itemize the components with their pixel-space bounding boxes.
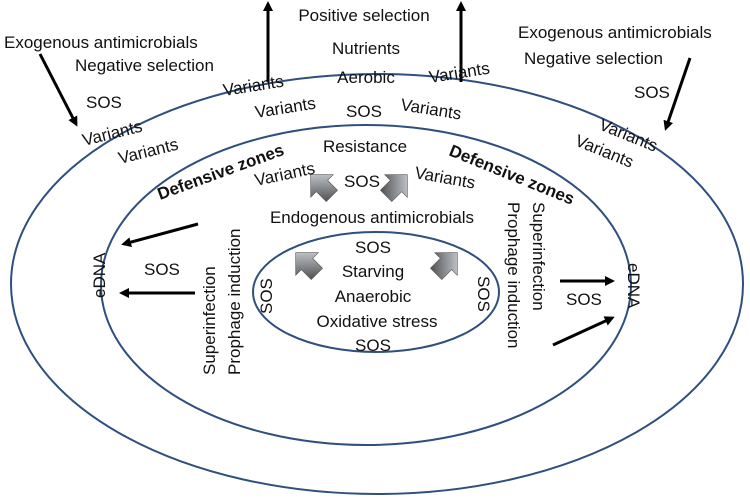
sos-right-middle: SOS xyxy=(566,290,602,309)
edna-right: eDNA xyxy=(624,263,643,309)
exogenous-antimicrobials-left: Exogenous antimicrobials xyxy=(4,33,198,52)
nutrients-label: Nutrients xyxy=(332,39,400,58)
sos-inner-bottom: SOS xyxy=(355,336,391,355)
negative-selection-left: Negative selection xyxy=(75,56,214,75)
variants-top-left-2: Variants xyxy=(254,94,317,122)
anaerobic-label: Anaerobic xyxy=(335,287,412,306)
right-diagonal-arrow xyxy=(663,57,692,131)
prophage-induction-left: Prophage induction xyxy=(225,228,244,375)
right-edna-arrow-lower xyxy=(552,316,615,347)
variants-top-right-2: Variants xyxy=(399,95,462,123)
block-arrow-lower-right xyxy=(430,252,458,280)
sos-middle-top: SOS xyxy=(344,172,380,191)
endogenous-antimicrobials-label: Endogenous antimicrobials xyxy=(270,208,474,227)
negative-selection-right: Negative selection xyxy=(524,49,663,68)
sos-top-center: SOS xyxy=(346,102,382,121)
oxidative-stress-label: Oxidative stress xyxy=(317,312,438,331)
aerobic-label: Aerobic xyxy=(337,68,395,87)
block-arrow-upper-right xyxy=(380,174,408,202)
exogenous-antimicrobials-right: Exogenous antimicrobials xyxy=(518,23,712,42)
edna-left: eDNA xyxy=(90,252,109,298)
sos-inner-top: SOS xyxy=(355,238,391,257)
resistance-label: Resistance xyxy=(323,137,407,156)
variants-middle-right: Variants xyxy=(413,163,476,192)
positive-selection-label: Positive selection xyxy=(298,6,429,25)
prophage-induction-right: Prophage induction xyxy=(504,202,523,349)
inner-ellipse xyxy=(252,231,500,353)
superinfection-right: Superinfection xyxy=(529,202,548,311)
sos-left-middle: SOS xyxy=(144,260,180,279)
sos-left-outer: SOS xyxy=(86,93,122,112)
sos-inner-right: SOS xyxy=(474,276,493,312)
block-arrow-upper-left xyxy=(310,174,338,202)
sos-right-outer: SOS xyxy=(634,83,670,102)
outer-ellipse xyxy=(10,73,744,495)
block-arrow-lower-left xyxy=(295,252,323,280)
starving-label: Starving xyxy=(342,262,404,281)
sos-inner-left: SOS xyxy=(257,278,276,314)
variants-top-left-1: Variants xyxy=(222,72,285,100)
left-diagonal-arrow xyxy=(38,53,78,127)
superinfection-left: Superinfection xyxy=(200,266,219,375)
left-edna-arrow-upper xyxy=(121,222,199,248)
middle-ellipse xyxy=(100,124,632,446)
